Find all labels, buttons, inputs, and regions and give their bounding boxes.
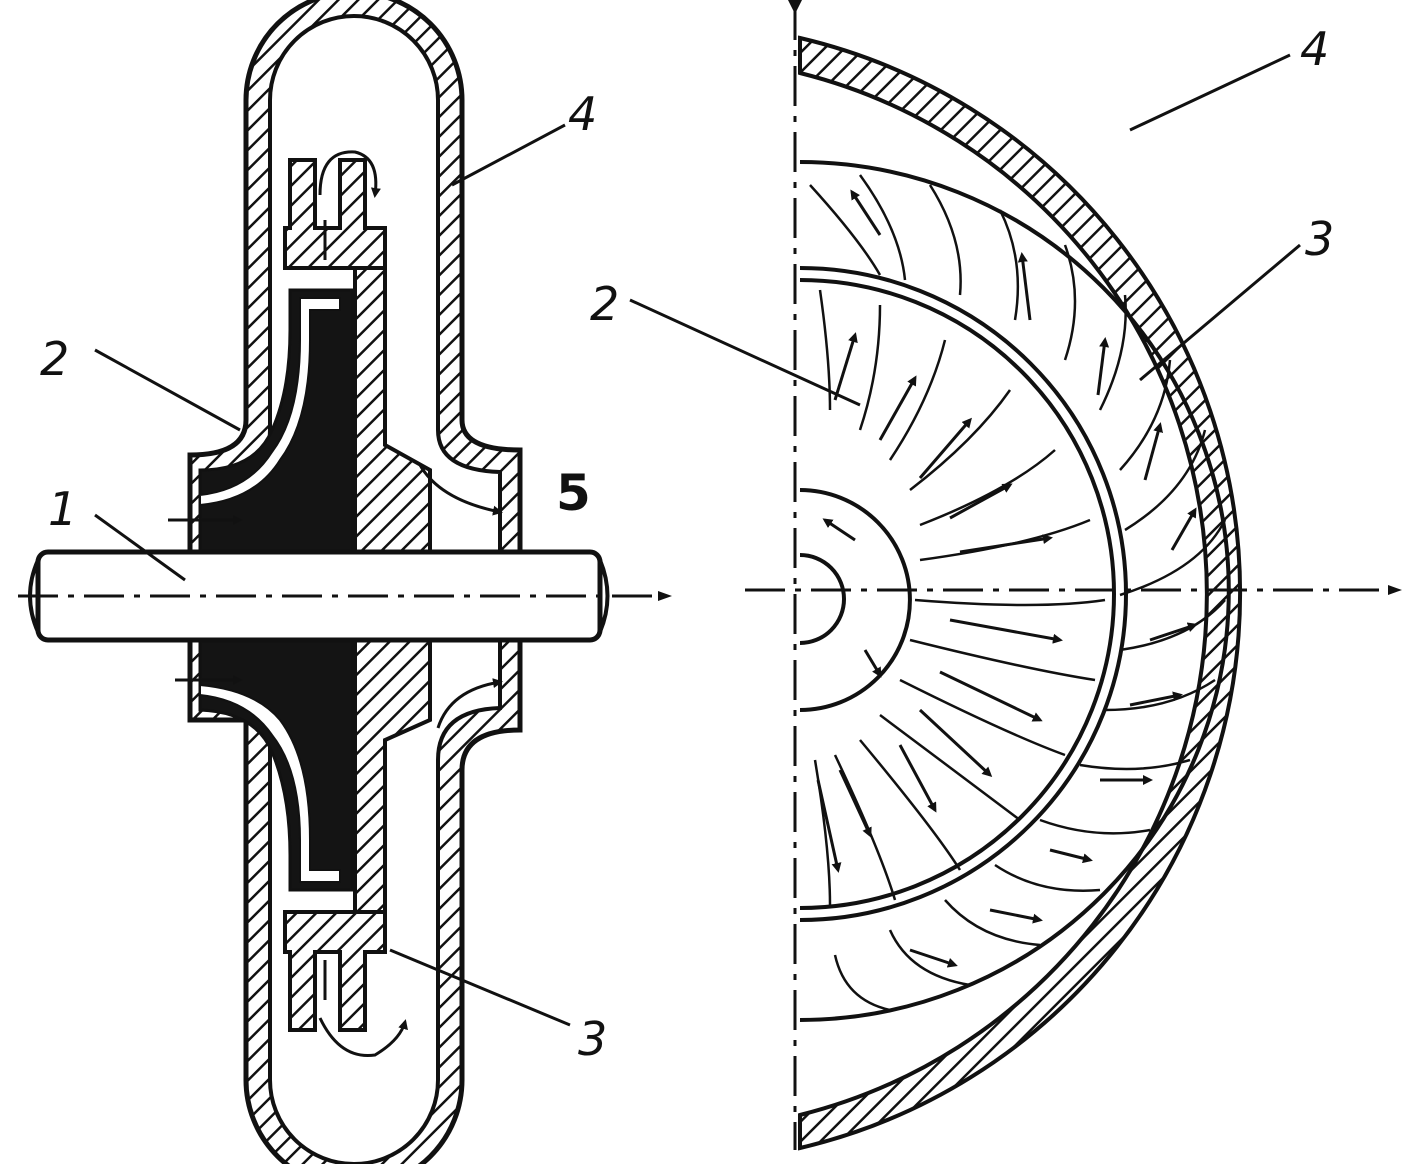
label-outlet: 5 xyxy=(556,464,591,522)
impeller-eye xyxy=(799,488,912,712)
impeller-blades xyxy=(813,289,1106,906)
hub xyxy=(799,553,846,645)
leader-lines-left xyxy=(94,123,571,1027)
impeller-channel-lower xyxy=(199,683,341,883)
impeller-disc-lower xyxy=(283,910,387,1032)
impeller-rim xyxy=(799,266,1128,922)
eye-arrows xyxy=(822,518,882,678)
label-impeller-right: 2 xyxy=(590,277,619,331)
labels: 1 2 4 3 5 2 3 4 xyxy=(40,22,1334,1066)
sectional-view xyxy=(18,0,672,1164)
label-impeller-left: 2 xyxy=(40,332,69,386)
impeller-disc xyxy=(283,158,387,270)
front-view xyxy=(629,0,1402,1151)
diffuser-vanes xyxy=(809,174,1227,1012)
diffuser-arrows xyxy=(850,189,1198,968)
impeller-arrows xyxy=(816,332,1063,873)
label-diffuser-left: 3 xyxy=(578,1012,607,1066)
impeller-channel-upper xyxy=(199,297,341,507)
leader-lines-right xyxy=(629,53,1301,407)
label-casing-left: 4 xyxy=(568,87,597,141)
label-casing-right: 4 xyxy=(1300,22,1329,76)
label-shaft: 1 xyxy=(48,482,77,536)
label-diffuser-right: 3 xyxy=(1305,212,1334,266)
flow-arrows-left xyxy=(168,150,503,1058)
